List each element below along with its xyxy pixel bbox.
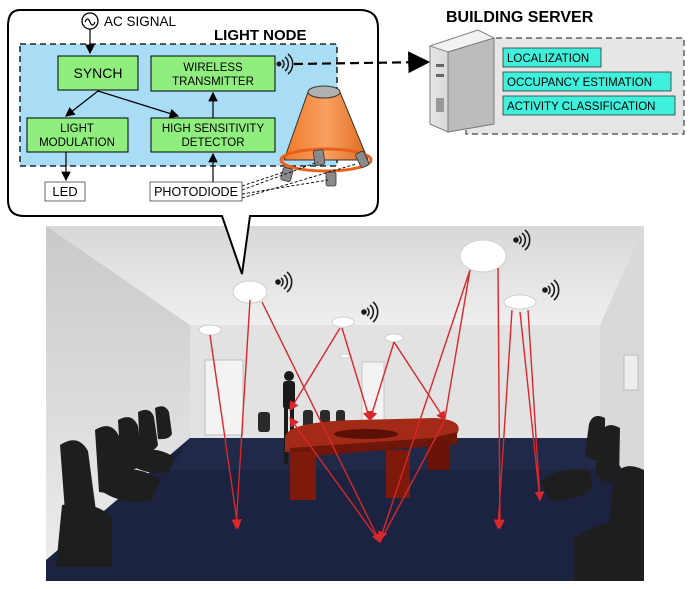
wireless-label-line2: TRANSMITTER bbox=[172, 76, 254, 88]
conference-table bbox=[285, 418, 459, 500]
service-localization bbox=[502, 47, 602, 68]
service-occupancy-label: OCCUPANCY ESTIMATION bbox=[507, 77, 652, 89]
synch-label: SYNCH bbox=[73, 65, 122, 81]
wireless-transmitter-block bbox=[150, 55, 276, 92]
server-tower-icon bbox=[428, 29, 496, 133]
led-label: LED bbox=[52, 184, 77, 199]
light-modulation-block bbox=[26, 117, 129, 153]
service-activity-label: ACTIVITY CLASSIFICATION bbox=[507, 101, 655, 113]
wireless-label-line1: WIRELESS bbox=[183, 62, 243, 74]
room-render bbox=[46, 226, 644, 581]
light-mod-line2: MODULATION bbox=[39, 137, 115, 149]
ac-signal-label: AC SIGNAL bbox=[104, 14, 177, 29]
led-box bbox=[44, 181, 86, 202]
ac-signal-icon bbox=[81, 12, 99, 30]
detector-line1: HIGH SENSITIVITY bbox=[162, 123, 265, 135]
photodiode-box bbox=[149, 181, 243, 202]
detector-line2: DETECTOR bbox=[181, 137, 244, 149]
photodiode-label: PHOTODIODE bbox=[154, 185, 238, 199]
synch-block bbox=[57, 55, 139, 91]
light-mod-line1: LIGHT bbox=[60, 123, 94, 135]
service-activity bbox=[502, 95, 676, 116]
lamp-illustration bbox=[241, 85, 373, 199]
service-localization-label: LOCALIZATION bbox=[507, 53, 589, 65]
light-paths bbox=[209, 267, 545, 544]
building-server-title: BUILDING SERVER bbox=[446, 9, 594, 26]
light-node-title: LIGHT NODE bbox=[214, 27, 307, 44]
service-occupancy bbox=[502, 71, 672, 92]
uplink-arrow bbox=[293, 51, 431, 74]
wifi-icon bbox=[276, 53, 294, 75]
